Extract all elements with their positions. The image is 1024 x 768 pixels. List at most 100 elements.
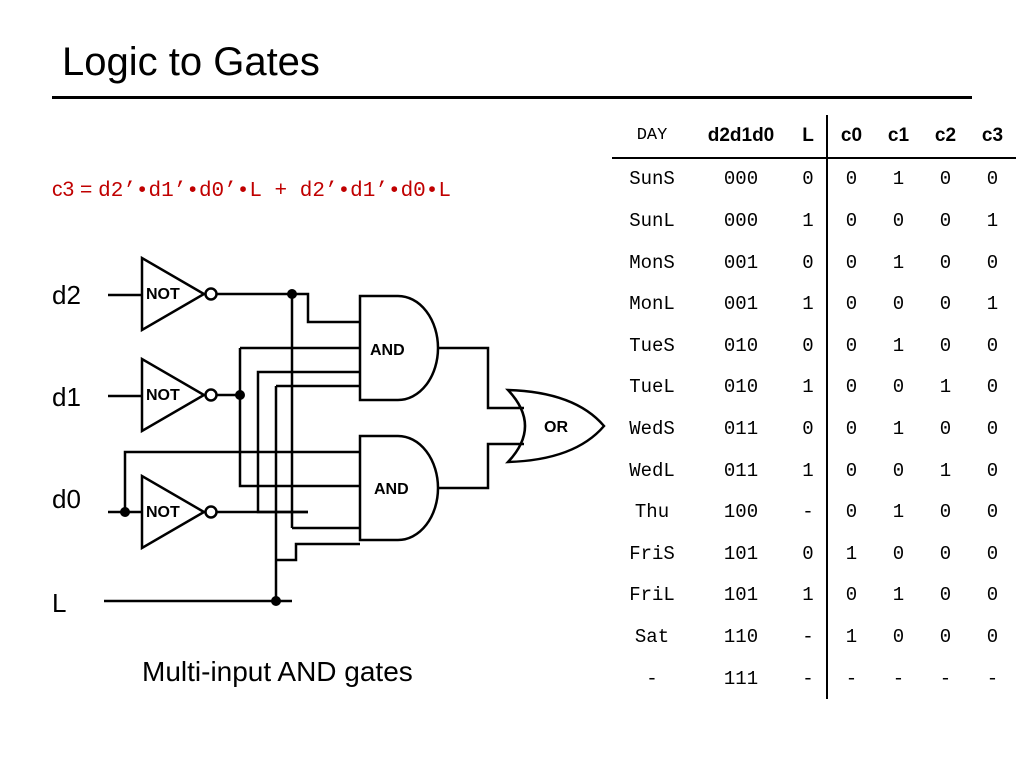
cell-c3: 0: [986, 376, 999, 399]
header-c3: c3: [969, 115, 1016, 159]
not-label-d2: NOT: [146, 286, 180, 303]
cell-day: -: [646, 667, 658, 690]
cell-c0: 0: [845, 168, 858, 191]
wire-d0-and2: [123, 450, 360, 512]
cell-c0: 0: [845, 501, 858, 524]
cell-l: 0: [790, 324, 828, 367]
cell-c1: 1: [892, 417, 905, 440]
slide-title: Logic to Gates: [62, 40, 320, 84]
cell-day: Sat: [634, 625, 670, 648]
junction-d2: [287, 289, 297, 299]
cell-d2d1d0: 001: [723, 293, 759, 316]
cell-l: 1: [790, 283, 828, 325]
cell-c2: 1: [939, 459, 952, 482]
cell-c3: 0: [986, 625, 999, 648]
cell-c0: 0: [845, 209, 858, 232]
not-bubble-d2: [204, 287, 218, 301]
wire-l-and2: [276, 542, 360, 562]
cell-c3: 0: [986, 168, 999, 191]
cell-l: 0: [790, 408, 828, 450]
cell-c1: 1: [892, 334, 905, 357]
equation-body: d2’•d1’•d0’•L + d2’•d1’•d0•L: [98, 180, 451, 203]
cell-c0: -: [845, 667, 858, 690]
wire-and2-or: [438, 442, 524, 490]
cell-day: SunL: [629, 209, 675, 232]
cell-c1: 0: [892, 209, 905, 232]
cell-c2: 0: [939, 334, 952, 357]
cell-day: WedS: [629, 417, 675, 440]
cell-c0: 0: [845, 459, 858, 482]
cell-day: Thu: [634, 501, 670, 524]
cell-d2d1d0: 100: [723, 501, 759, 524]
cell-l: -: [790, 491, 828, 533]
cell-c2: 0: [939, 542, 952, 565]
cell-c0: 0: [845, 584, 858, 607]
cell-c1: 0: [892, 293, 905, 316]
input-label-l: L: [52, 588, 67, 618]
input-label-d0: d0: [52, 484, 81, 514]
not-label-d1: NOT: [146, 387, 180, 404]
cell-c3: 0: [986, 334, 999, 357]
cell-day: SunS: [629, 168, 675, 191]
cell-c2: 0: [939, 293, 952, 316]
equation-lead: c3 =: [52, 178, 99, 201]
cell-l: 0: [790, 157, 828, 201]
cell-c3: 0: [986, 584, 999, 607]
cell-c0: 1: [845, 542, 858, 565]
cell-c0: 0: [845, 334, 858, 357]
cell-l: 0: [790, 241, 828, 284]
not-bubble-d1: [204, 388, 218, 402]
cell-c2: 1: [939, 376, 952, 399]
cell-c2: 0: [939, 251, 952, 274]
cell-c3: 0: [986, 542, 999, 565]
title-underline: [52, 96, 972, 99]
not-gate-d2: [140, 255, 207, 333]
cell-l: 1: [790, 200, 828, 242]
cell-c0: 0: [845, 376, 858, 399]
cell-c1: 1: [892, 501, 905, 524]
and-label-2: AND: [374, 481, 409, 498]
table-row: -111-----: [612, 657, 1016, 700]
cell-l: -: [790, 616, 828, 658]
or-label: OR: [544, 419, 568, 436]
input-label-d2: d2: [52, 280, 81, 310]
cell-d2d1d0: 110: [723, 625, 759, 648]
header-c2: c2: [922, 115, 969, 159]
cell-c3: 0: [986, 501, 999, 524]
cell-d2d1d0: 010: [723, 376, 759, 399]
logic-circuit: NOT NOT NOT AND AND OR: [104, 255, 606, 606]
junction-d1: [235, 390, 245, 400]
header-c0: c0: [827, 115, 875, 159]
cell-day: MonL: [629, 293, 675, 316]
cell-d2d1d0: 101: [723, 542, 759, 565]
cell-c0: 0: [845, 293, 858, 316]
cell-d2d1d0: 001: [723, 251, 759, 274]
cell-c1: 1: [892, 168, 905, 191]
cell-day: MonS: [629, 251, 675, 274]
cell-l: 1: [790, 574, 828, 617]
header-d2d1d0: d2d1d0: [692, 115, 790, 159]
cell-c1: 1: [892, 584, 905, 607]
cell-day: FriS: [629, 542, 675, 565]
cell-c1: 0: [892, 625, 905, 648]
cell-c3: 0: [986, 251, 999, 274]
cell-c1: 1: [892, 251, 905, 274]
cell-d2d1d0: 011: [723, 459, 759, 482]
header-l: L: [790, 115, 828, 159]
cell-c3: 1: [986, 209, 999, 232]
cell-c3: 0: [986, 459, 999, 482]
not-bubble-d0: [204, 505, 218, 519]
circuit-caption: Multi-input AND gates: [142, 656, 413, 687]
and-gate-1: [358, 294, 440, 402]
